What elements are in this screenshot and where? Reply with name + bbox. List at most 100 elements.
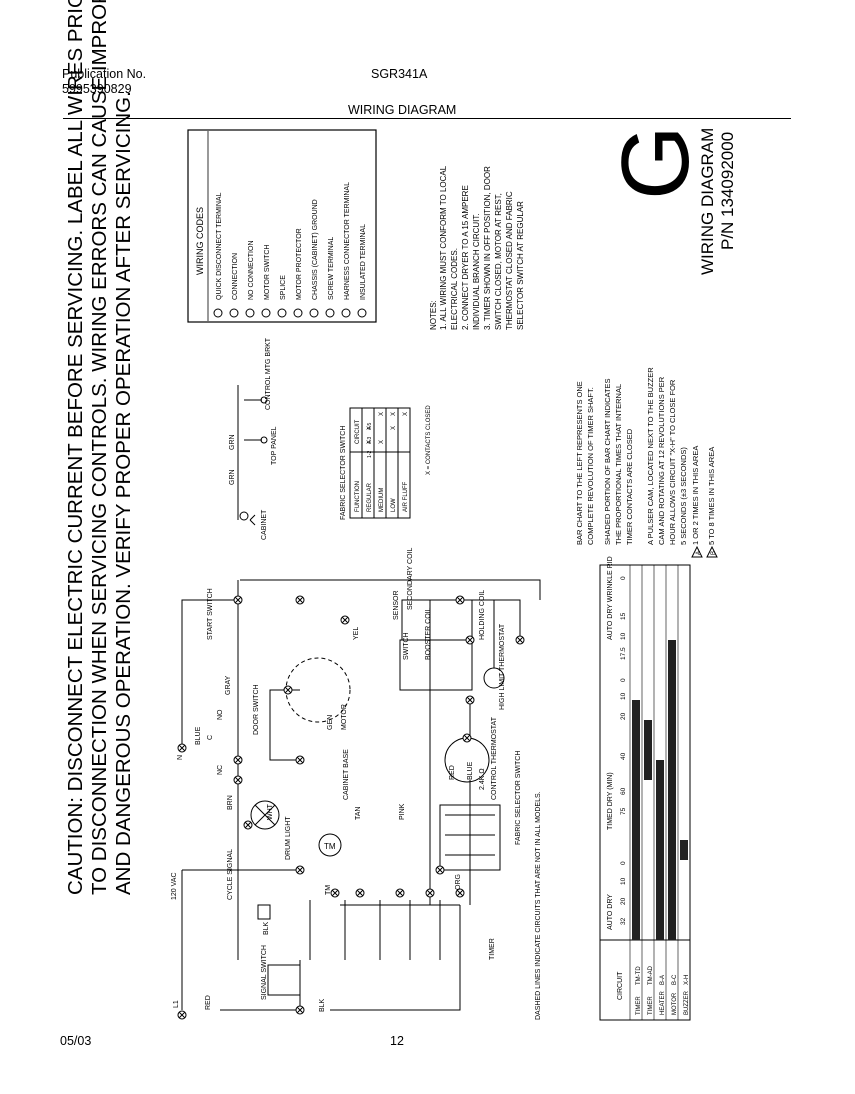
terminal-icon: [465, 635, 475, 645]
bar-note-line: THE PROPORTIONAL TIMES THAT INTERNAL: [614, 384, 623, 545]
connection-icon: [229, 308, 239, 318]
quick-disconnect-icon: [213, 308, 223, 318]
component-label: BRN: [227, 795, 234, 810]
fabric-row-label: REGULAR: [367, 482, 373, 512]
wiring-code-label: MOTOR PROTECTOR: [296, 228, 303, 300]
component-label: TM: [325, 885, 332, 895]
component-label: NC: [217, 765, 224, 775]
ground-icon: [309, 308, 319, 318]
timer-chart: TIMERTM-TDTIMERTM-ADHEATERB-AMOTORB-CBUZ…: [599, 556, 691, 1021]
terminal-icon: [435, 865, 445, 875]
dashed-lines-note: DASHED LINES INDICATE CIRCUITS THAT ARE …: [535, 791, 542, 1020]
terminal-icon: [425, 888, 435, 898]
wiring-code-label: SCREW TERMINAL: [328, 237, 335, 300]
wiring-code-label: HARNESS CONNECTOR TERMINAL: [344, 182, 351, 300]
fabric-table-title: FABRIC SELECTOR SWITCH: [340, 426, 347, 520]
note-line: INDIVIDUAL BRANCH CIRCUIT.: [472, 213, 481, 330]
timer-row-group: TIMER: [648, 996, 654, 1015]
timer-contact-bar: [644, 720, 652, 780]
marker-letter: A: [696, 551, 702, 555]
revision-letter: G: [602, 125, 709, 200]
fabric-circuit-code: 4-5: [367, 423, 373, 430]
timer-tick-label: 20: [620, 897, 627, 905]
screw-terminal-icon: [325, 308, 335, 318]
cabinet-label: CABINET: [261, 509, 268, 540]
terminal-icon: [465, 695, 475, 705]
marker-b-icon: B: [706, 545, 718, 558]
page-number: 12: [390, 1034, 404, 1048]
marker-letter: B: [711, 551, 717, 555]
timer-tick-label: 0: [620, 576, 627, 580]
timer-tick-label: 10: [620, 692, 627, 700]
no-connection-icon: [245, 308, 255, 318]
timer-tick-label: 75: [620, 807, 627, 815]
control-bracket-label: CONTROL MTG BRKT: [265, 337, 272, 410]
timer-section-label: TIMED DRY (MIN): [607, 772, 614, 830]
fabric-row-label: AIR FLUFF: [403, 481, 409, 512]
note-line: SELECTOR SWITCH AT REGULAR: [516, 201, 525, 330]
terminal-icon: [462, 733, 472, 743]
insulated-terminal-icon: [357, 308, 367, 318]
timer-row-group: TIMER: [636, 996, 642, 1015]
top-panel-label: TOP PANEL: [271, 426, 278, 465]
timer-row-group: HEATER: [660, 990, 666, 1015]
cabinet-ground-diagram: [237, 385, 268, 526]
note-line: THERMOSTAT CLOSED AND FABRIC: [505, 191, 514, 330]
terminal-icon: [455, 595, 465, 605]
component-label: TAN: [355, 807, 362, 820]
component-label: PINK: [399, 803, 406, 820]
component-label: DRUM LIGHT: [285, 816, 292, 860]
bar-note-line: 1 OR 2 TIMES IN THIS AREA: [691, 446, 700, 545]
terminal-icon: [395, 888, 405, 898]
component-label: ORG: [455, 874, 462, 890]
fabric-circuit-header: CIRCUIT: [355, 419, 361, 444]
component-label: SIGNAL SWITCH: [261, 945, 268, 1000]
fabric-cell: X: [379, 440, 385, 444]
wire-red-label: RED: [205, 995, 212, 1010]
component-label: DOOR SWITCH: [253, 684, 260, 735]
marker-a-icon: A: [691, 545, 703, 558]
terminal-icon: [283, 685, 293, 695]
terminal-icon: [355, 888, 365, 898]
fabric-cell: X: [367, 440, 373, 444]
wiring-code-label: NO CONNECTION: [248, 241, 255, 301]
timer-tick-label: 60: [620, 787, 627, 795]
component-label: BOOSTER COIL: [425, 607, 432, 660]
fabric-row-label: MEDIUM: [379, 488, 385, 512]
timer-row-code: TM-AD: [648, 965, 654, 985]
part-number: P/N 134092000: [718, 132, 737, 250]
caution-line-1: CAUTION: DISCONNECT ELECTRIC CURRENT BEF…: [64, 0, 87, 895]
neutral-label: N: [177, 755, 184, 760]
timer-row-group: BUZZER: [684, 990, 690, 1015]
timer-tick-label: 0: [620, 861, 627, 865]
voltage-label: 120 VAC: [171, 873, 178, 901]
note-line: 3. TIMER SHOWN IN OFF POSITION, DOOR: [483, 166, 492, 330]
component-label: SENSOR: [393, 590, 400, 620]
caution-block: CAUTION: DISCONNECT ELECTRIC CURRENT BEF…: [64, 0, 135, 895]
terminal-icon: [455, 888, 465, 898]
component-label: SECONDARY COIL: [407, 548, 414, 610]
component-label: START SWITCH: [207, 588, 214, 640]
wiring-code-label: MOTOR SWITCH: [264, 245, 271, 300]
notes-block: NOTES:1. ALL WIRING MUST CONFORM TO LOCA…: [429, 165, 525, 330]
timer-tick-label: 32: [620, 917, 627, 925]
terminal-icon: [330, 888, 340, 898]
bar-note-line: HOUR ALLOWS CIRCUIT "X-H" TO CLOSE FOR: [668, 379, 677, 545]
splice-icon: [277, 308, 287, 318]
wiring-codes-title: WIRING CODES: [195, 207, 205, 275]
terminal-icon: [515, 635, 525, 645]
bar-note-line: 5 TO 8 TIMES IN THIS AREA: [707, 447, 716, 545]
wiring-code-label: QUICK DISCONNECT TERMINAL: [216, 192, 223, 300]
terminal-icon: [233, 775, 243, 785]
fabric-col-header: FUNCTION: [355, 481, 361, 512]
component-label: CONTROL THERMOSTAT: [491, 716, 498, 800]
timer-section-label: AUTO DRY WRINKLE RID: [607, 556, 614, 640]
timer-circuit-header: CIRCUIT: [617, 971, 624, 1000]
timer-row-code: B-C: [672, 974, 678, 985]
fabric-cell: X: [391, 426, 397, 430]
component-label: HOLDING COIL: [479, 590, 486, 640]
component-label: YEL: [353, 627, 360, 640]
timer-row-code: X-H: [684, 975, 690, 985]
timer-contact-bar: [632, 700, 640, 940]
